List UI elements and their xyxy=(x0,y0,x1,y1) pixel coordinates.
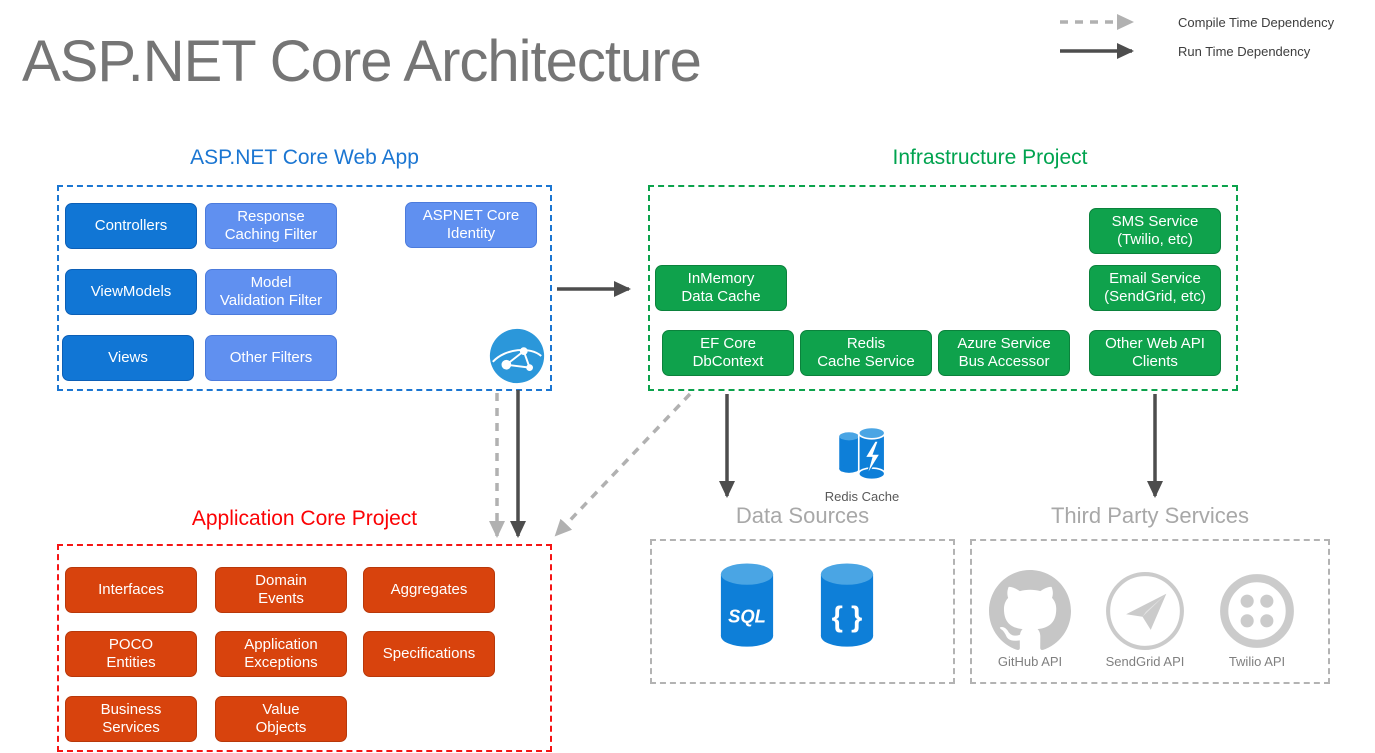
infrastructure-title: Infrastructure Project xyxy=(690,146,1290,169)
box-sms-service: SMS Service (Twilio, etc) xyxy=(1089,208,1221,254)
sendgrid-icon xyxy=(1104,570,1186,657)
data-sources-title: Data Sources xyxy=(650,504,955,528)
box-specifications: Specifications xyxy=(363,631,495,677)
legend: Compile Time Dependency Run Time Depende… xyxy=(1058,14,1334,59)
compile-dependency-arrow-icon xyxy=(1058,14,1148,30)
legend-runtime-label: Run Time Dependency xyxy=(1178,44,1310,59)
box-views: Views xyxy=(62,335,194,381)
page-title: ASP.NET Core Architecture xyxy=(22,28,701,95)
legend-compile-row: Compile Time Dependency xyxy=(1058,14,1334,30)
box-business-services: Business Services xyxy=(65,696,197,742)
box-other-web-api-clients: Other Web API Clients xyxy=(1089,330,1221,376)
legend-compile-label: Compile Time Dependency xyxy=(1178,15,1334,30)
box-value-objects: Value Objects xyxy=(215,696,347,742)
box-redis-cache-service: Redis Cache Service xyxy=(800,330,932,376)
box-controllers: Controllers xyxy=(65,203,197,249)
box-domain-events: Domain Events xyxy=(215,567,347,613)
box-email-service: Email Service (SendGrid, etc) xyxy=(1089,265,1221,311)
redis-cache-icon xyxy=(836,424,888,491)
box-azure-service-bus-accessor: Azure Service Bus Accessor xyxy=(938,330,1070,376)
redis-cache-label: Redis Cache xyxy=(810,489,914,504)
box-poco-entities: POCO Entities xyxy=(65,631,197,677)
twilio-icon xyxy=(1216,570,1298,657)
nosql-braces-label: { } xyxy=(832,601,863,633)
github-icon xyxy=(989,570,1071,657)
data-sources-border xyxy=(650,539,955,684)
box-application-exceptions: Application Exceptions xyxy=(215,631,347,677)
box-viewmodels: ViewModels xyxy=(65,269,197,315)
box-interfaces: Interfaces xyxy=(65,567,197,613)
web-app-title: ASP.NET Core Web App xyxy=(57,146,552,169)
third-party-title: Third Party Services xyxy=(970,504,1330,528)
sql-label: SQL xyxy=(728,605,766,626)
nosql-database-icon: { } xyxy=(818,562,876,657)
box-model-validation-filter: Model Validation Filter xyxy=(205,269,337,315)
sql-database-icon: SQL xyxy=(718,562,776,657)
box-inmemory-data-cache: InMemory Data Cache xyxy=(655,265,787,311)
box-other-filters: Other Filters xyxy=(205,335,337,381)
network-globe-icon xyxy=(486,325,548,392)
box-aggregates: Aggregates xyxy=(363,567,495,613)
box-ef-core-dbcontext: EF Core DbContext xyxy=(662,330,794,376)
box-response-caching-filter: Response Caching Filter xyxy=(205,203,337,249)
box-aspnet-core-identity: ASPNET Core Identity xyxy=(405,202,537,248)
runtime-dependency-arrow-icon xyxy=(1058,43,1148,59)
app-core-title: Application Core Project xyxy=(57,507,552,530)
legend-runtime-row: Run Time Dependency xyxy=(1058,43,1334,59)
